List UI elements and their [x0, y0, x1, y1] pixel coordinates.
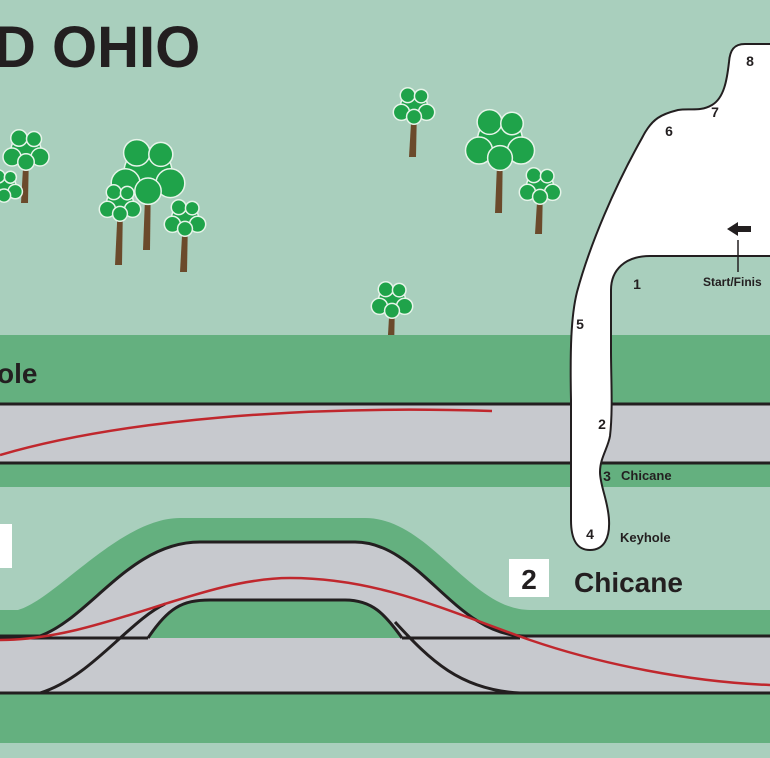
tree-icon: [518, 167, 562, 234]
tree-icon: [2, 129, 50, 203]
turn-2-number: 2: [598, 416, 606, 432]
turn-3-number: 3: [603, 468, 611, 484]
bottom-grass-strip: [0, 710, 770, 743]
tree-group: [0, 87, 562, 352]
keyhole-section: ole: [0, 335, 770, 487]
chicane-entry-curve: [39, 602, 166, 695]
turn-8-number: 8: [746, 53, 754, 69]
turn-5-number: 5: [576, 316, 584, 332]
chicane-section: 2 Chicane: [0, 518, 770, 753]
chicane-label: Chicane: [574, 567, 683, 598]
turn-4-name: Keyhole: [620, 530, 671, 545]
chicane-number: 2: [521, 564, 537, 595]
start-finish-label: Start/Finis: [703, 275, 762, 289]
keyhole-racing-line: [0, 408, 493, 457]
chicane-island-edge: [146, 598, 404, 639]
chicane-exit-curve: [393, 620, 521, 695]
tree-icon: [464, 108, 536, 213]
tree-icon: [0, 169, 24, 203]
section-badge-partial: [0, 524, 12, 568]
turn-4-number: 4: [586, 526, 594, 542]
turn-1-number: 1: [633, 276, 641, 292]
page-title: D OHIO: [0, 15, 200, 80]
tree-icon: [392, 87, 436, 157]
keyhole-asphalt: [0, 404, 770, 463]
track-map-outline: [569, 43, 770, 552]
tree-icon: [163, 199, 207, 272]
keyhole-label: ole: [0, 358, 37, 389]
track-map: Start/Finis 1 2 3 Chicane 4 Keyhole 5 6 …: [569, 43, 770, 552]
tree-icon: [98, 184, 142, 265]
chicane-racing-line: [0, 576, 770, 687]
turn-7-number: 7: [711, 104, 719, 120]
tree-icon: [110, 138, 186, 250]
turn-6-number: 6: [665, 123, 673, 139]
chicane-grass-island: [148, 600, 402, 638]
turn-3-name: Chicane: [621, 468, 672, 483]
chicane-number-badge: [509, 559, 549, 597]
direction-arrow-icon: [727, 222, 751, 236]
